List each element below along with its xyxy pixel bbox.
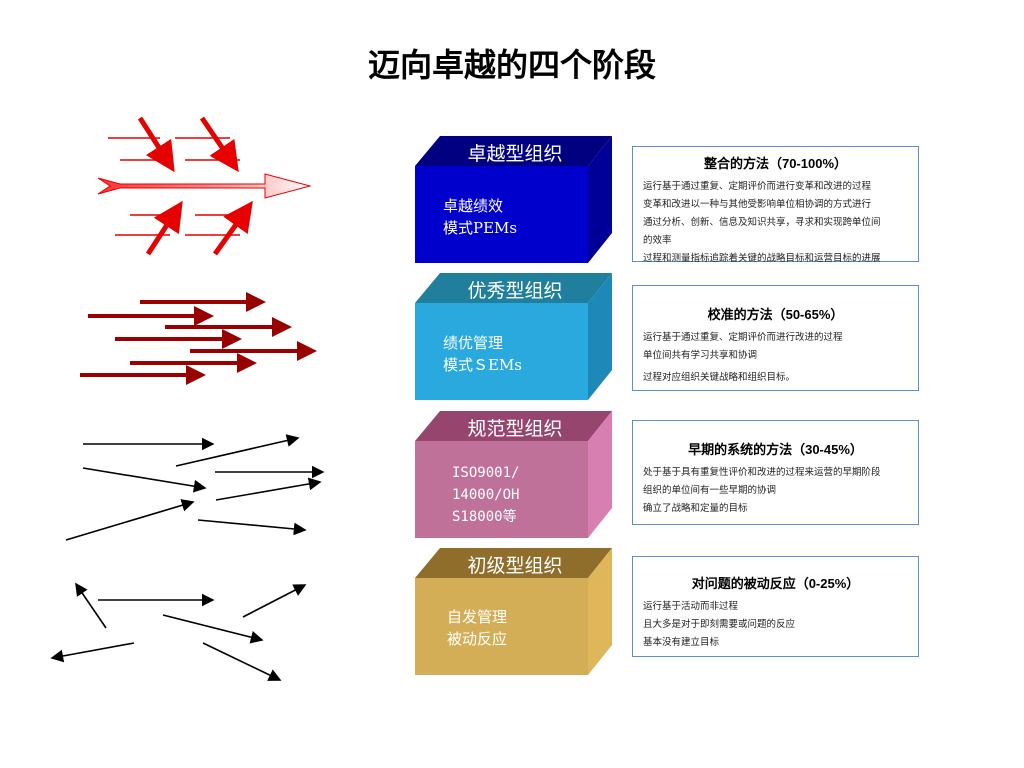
stage-front-standard: ISO9001/ 14000/OH S18000等 [452, 465, 520, 525]
early-systematic-arrows-icon [65, 434, 325, 541]
description-box-good: 校准的方法（50-65%） 运行基于通过重复、定期评价而进行改进的过程 单位间共… [632, 285, 919, 391]
stage-block-good [415, 273, 612, 400]
stage-name-excellent: 卓越型组织 [467, 143, 563, 165]
box-line: 确立了战略和定量的目标 [643, 503, 748, 514]
description-box-excellent: 整合的方法（70-100%） 运行基于通过重复、定期评价而进行变革和改进的过程 … [632, 146, 919, 264]
stage-front-initial: 自发管理 被动反应 [447, 608, 508, 648]
stage-front-good: 绩优管理 模式ＳEMs [443, 334, 523, 374]
integrated-arrows-icon [97, 116, 312, 256]
page-title: 迈向卓越的四个阶段 [367, 46, 656, 84]
box-line: 的效率 [643, 235, 672, 246]
stage-block-excellent [415, 136, 612, 263]
stage-name-standard: 规范型组织 [467, 418, 563, 440]
aligned-arrows-icon [80, 292, 317, 385]
box-line: 运行基于活动而非过程 [643, 601, 739, 612]
box-line: 运行基于通过重复、定期评价而进行变革和改进的过程 [643, 181, 872, 192]
box-line: 过程和测量指标追踪着关键的战略目标和运营目标的进展 [643, 253, 881, 264]
stage-name-initial: 初级型组织 [467, 555, 563, 577]
box-line: 单位间共有学习共享和协调 [643, 350, 758, 361]
stage-name-good: 优秀型组织 [467, 280, 563, 302]
stage-block-initial [415, 548, 612, 675]
box-title: 对问题的被动反应（0-25%） [691, 576, 860, 591]
box-title: 校准的方法（50-65%） [707, 307, 844, 322]
description-box-initial: 对问题的被动反应（0-25%） 运行基于活动而非过程 且大多是对于即刻需要或问题… [632, 556, 919, 657]
box-line: 通过分析、创新、信息及知识共享，寻求和实现跨单位间 [643, 217, 881, 228]
reactive-arrows-icon [50, 582, 307, 681]
box-line: 过程对应组织关键战略和组织目标。 [643, 372, 796, 383]
box-title: 早期的系统的方法（30-45%） [688, 442, 863, 457]
box-line: 处于基于具有重复性评价和改进的过程来运营的早期阶段 [643, 467, 881, 478]
description-box-standard: 早期的系统的方法（30-45%） 处于基于具有重复性评价和改进的过程来运营的早期… [632, 420, 919, 525]
stage-front-excellent: 卓越绩效 模式PEMs [443, 197, 518, 237]
stage-block-standard [415, 411, 612, 538]
box-line: 且大多是对于即刻需要或问题的反应 [643, 619, 796, 630]
box-line: 基本没有建立目标 [643, 637, 720, 648]
box-title: 整合的方法（70-100%） [703, 156, 848, 171]
box-line: 运行基于通过重复、定期评价而进行改进的过程 [643, 332, 843, 343]
box-line: 组织的单位间有一些早期的协调 [643, 485, 777, 496]
box-line: 变革和改进以一种与其他受影响单位相协调的方式进行 [643, 199, 872, 210]
